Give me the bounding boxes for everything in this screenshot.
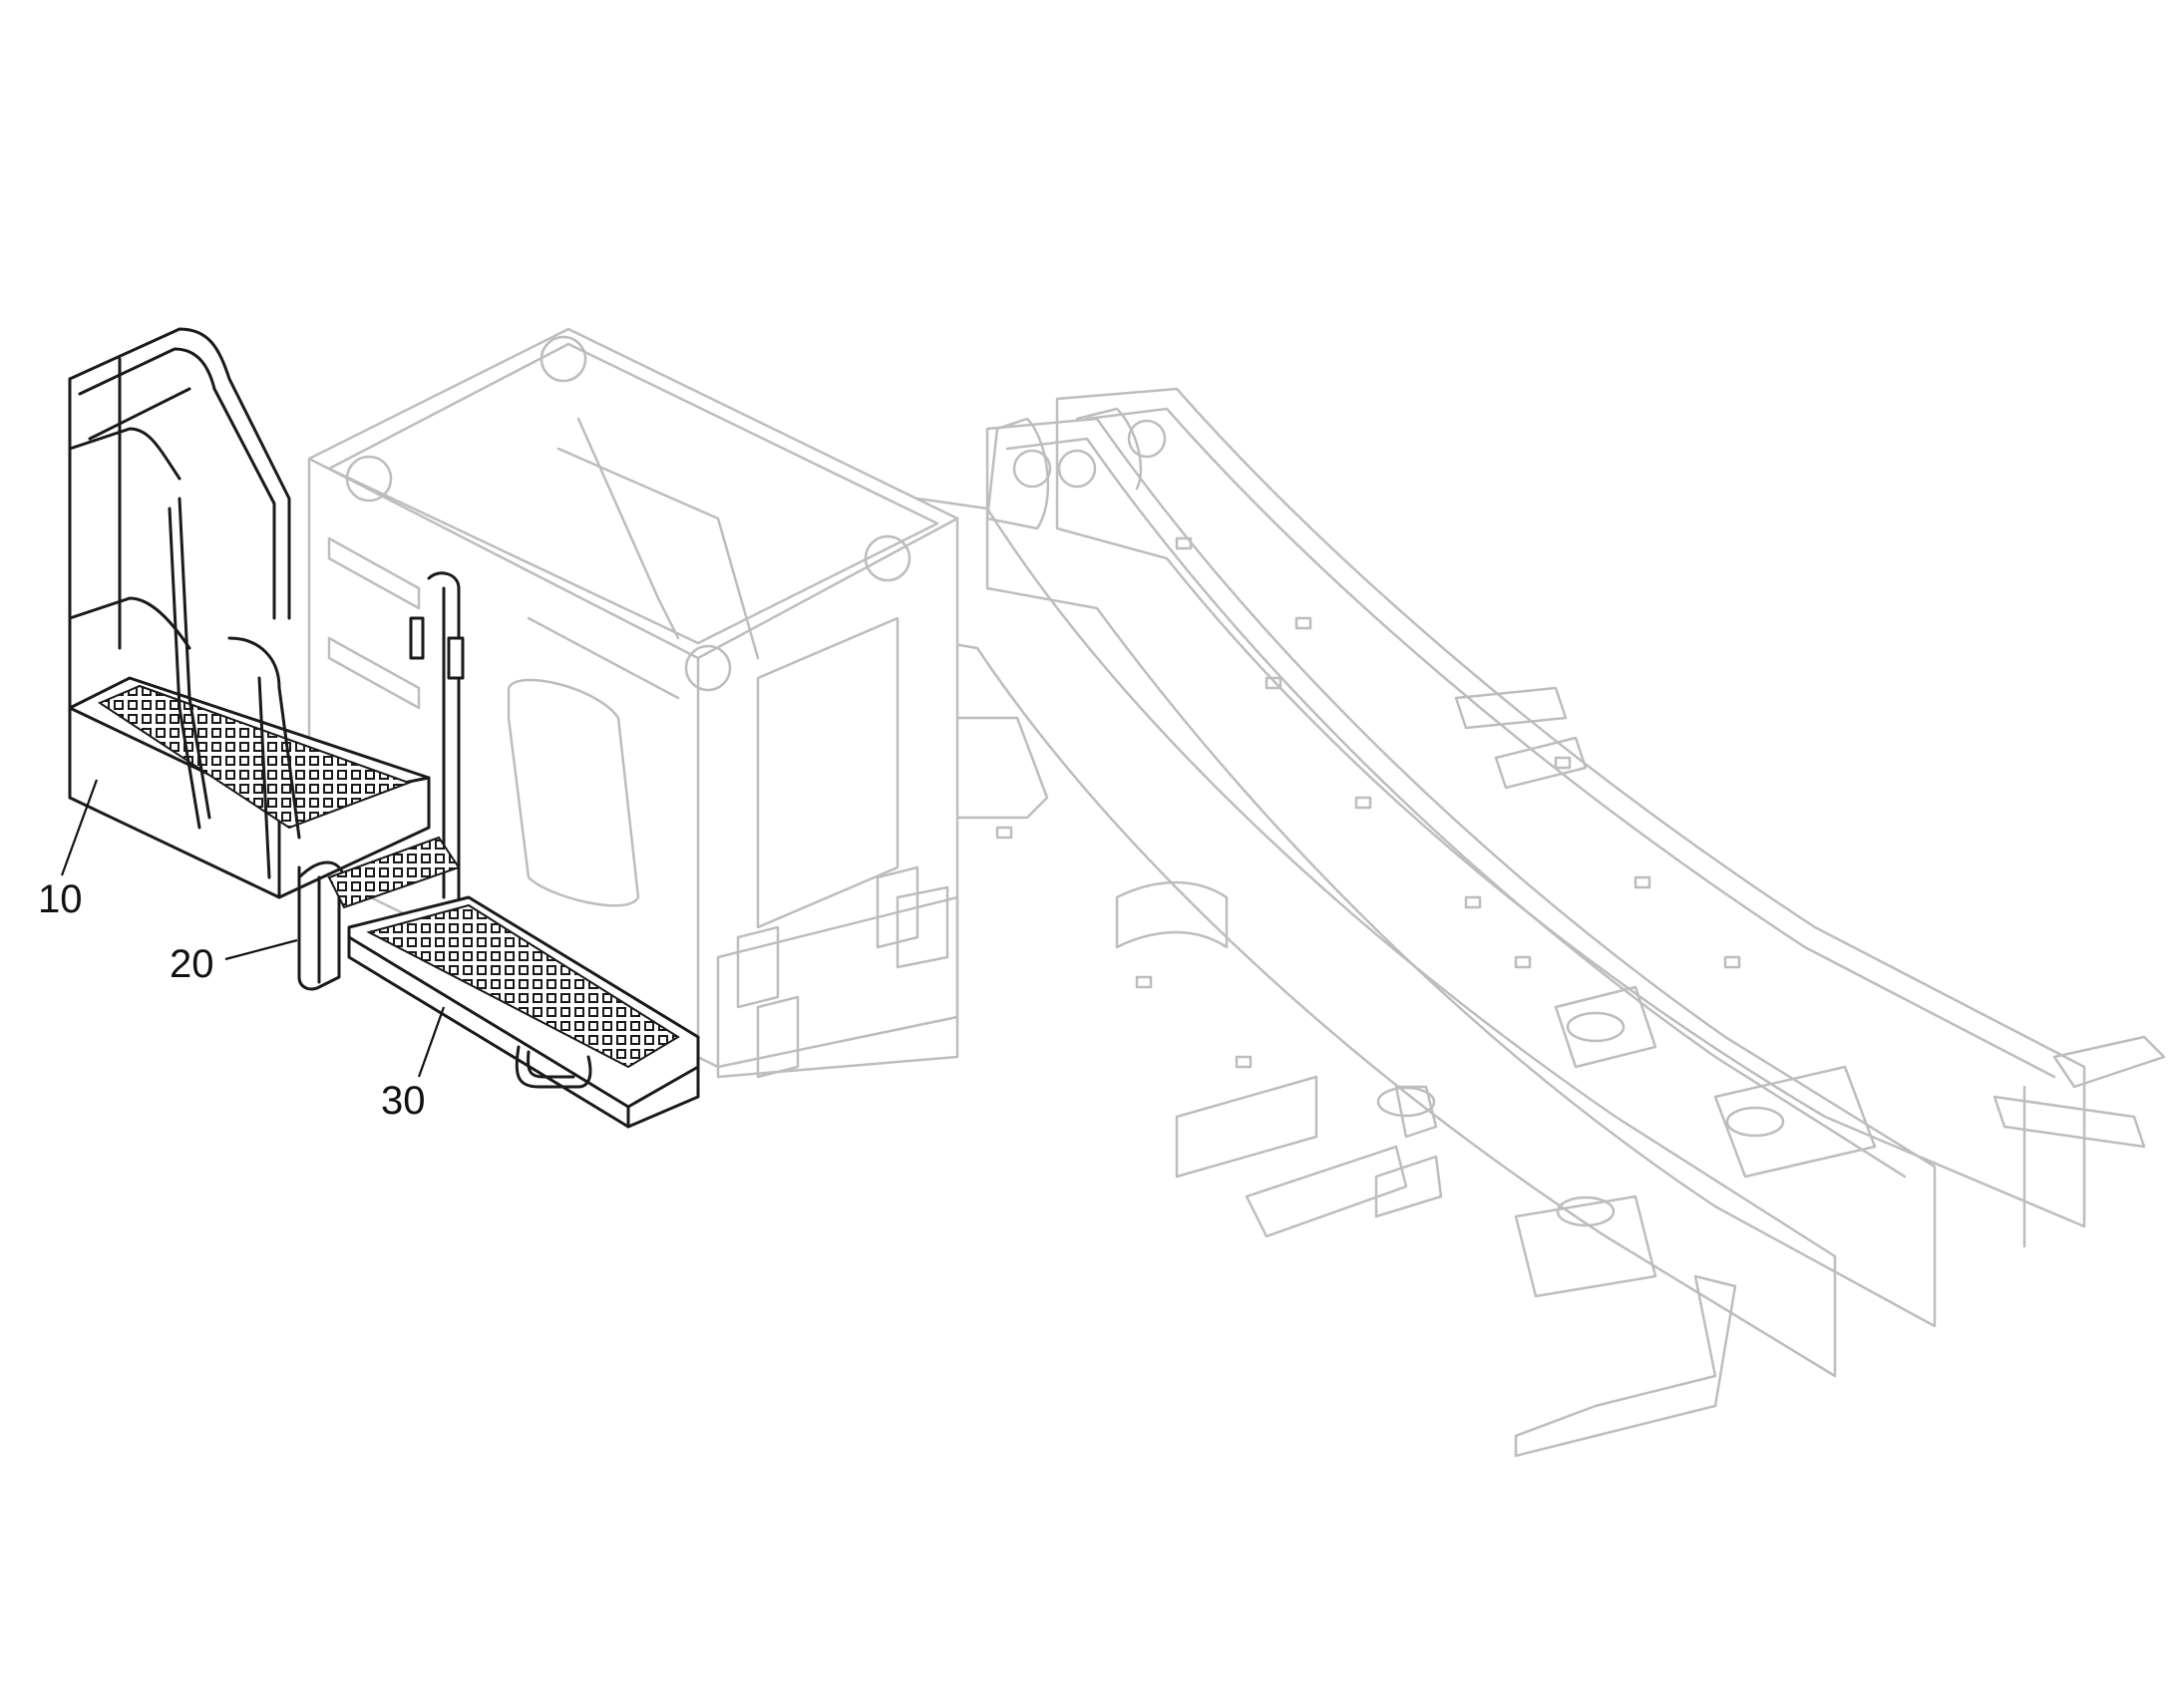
ladder-assembly [297, 836, 461, 991]
leader-line-30 [417, 1006, 446, 1078]
callout-10: 10 [38, 779, 99, 921]
cab-body [307, 327, 959, 1079]
step-assembly [347, 895, 700, 1129]
callout-20: 20 [170, 938, 298, 986]
callout-label-30: 30 [381, 1079, 426, 1123]
callout-label-20: 20 [170, 942, 214, 986]
callout-30: 30 [381, 1006, 446, 1123]
platform-assembly [68, 327, 465, 899]
leader-line-20 [224, 938, 298, 961]
leader-line-10 [60, 779, 99, 876]
chassis-frame [915, 387, 2166, 1458]
callout-label-10: 10 [38, 877, 83, 921]
